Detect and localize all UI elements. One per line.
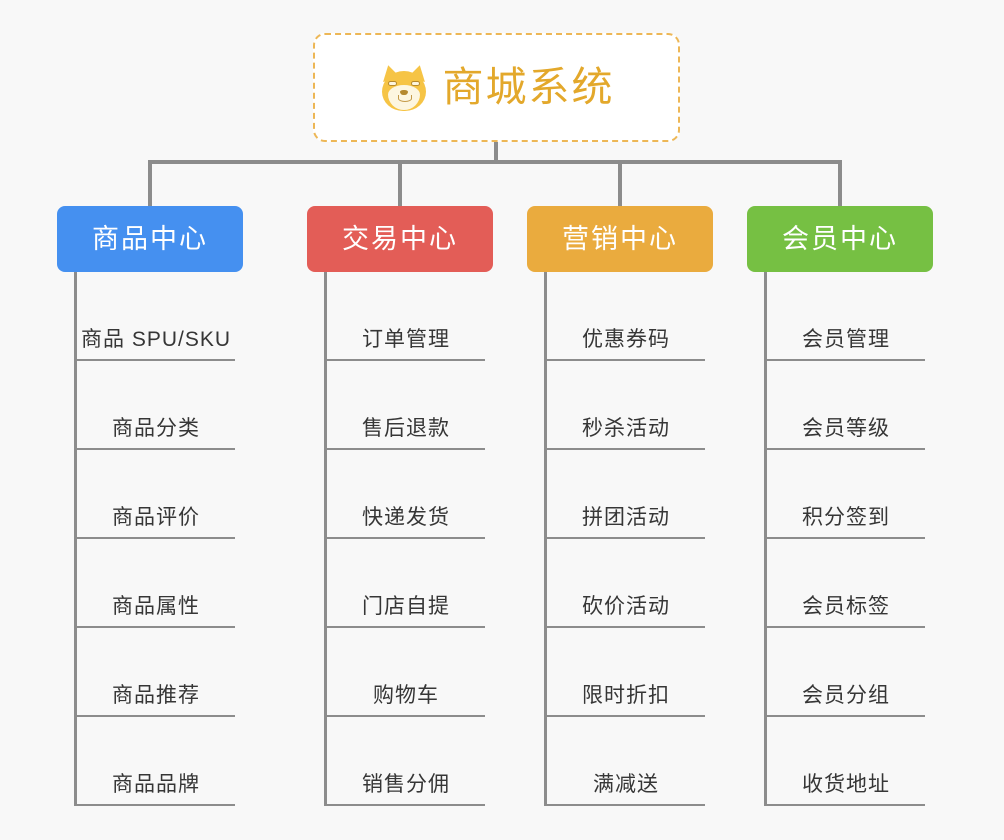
leaf-label: 砍价活动 (582, 595, 670, 618)
leaf-item[interactable]: 优惠券码 (547, 272, 705, 361)
leaf-item[interactable]: 订单管理 (327, 272, 485, 361)
branch-card-1-label: 商品中心 (92, 223, 208, 254)
leaf-label: 满减送 (593, 773, 659, 796)
leaf-label: 限时折扣 (582, 684, 670, 707)
leaf-item[interactable]: 满减送 (547, 717, 705, 806)
connector-drop-3 (618, 160, 622, 206)
leaf-label: 会员分组 (802, 684, 890, 707)
leaf-label: 售后退款 (362, 417, 450, 440)
leaf-label: 收货地址 (802, 773, 890, 796)
leaf-item[interactable]: 购物车 (327, 628, 485, 717)
branch-card-2[interactable]: 交易中心 (307, 206, 493, 272)
branch-column-1: 商品中心 商品 SPU/SKU 商品分类 商品评价 商品属性 商品推荐 商品品牌 (57, 206, 243, 806)
connector-drop-1 (148, 160, 152, 206)
leaf-label: 秒杀活动 (582, 417, 670, 440)
branch-card-4-label: 会员中心 (782, 223, 898, 254)
leaf-label: 商品推荐 (112, 684, 200, 707)
dog-mouth-icon (397, 94, 412, 102)
connector-root-stem (494, 142, 498, 162)
leaf-label: 商品评价 (112, 506, 200, 529)
branch-card-1[interactable]: 商品中心 (57, 206, 243, 272)
leaf-item[interactable]: 收货地址 (767, 717, 925, 806)
leaf-label: 会员等级 (802, 417, 890, 440)
branch-card-2-label: 交易中心 (342, 223, 458, 254)
branch-column-2: 交易中心 订单管理 售后退款 快递发货 门店自提 购物车 销售分佣 (307, 206, 493, 806)
leaf-item[interactable]: 快递发货 (327, 450, 485, 539)
leaf-item[interactable]: 砍价活动 (547, 539, 705, 628)
leaf-item[interactable]: 拼团活动 (547, 450, 705, 539)
leaf-label: 商品属性 (112, 595, 200, 618)
dog-face-icon (378, 62, 429, 111)
leaf-item[interactable]: 秒杀活动 (547, 361, 705, 450)
leaf-item[interactable]: 限时折扣 (547, 628, 705, 717)
leaf-label: 商品 SPU/SKU (80, 328, 232, 351)
leaf-list-3: 优惠券码 秒杀活动 拼团活动 砍价活动 限时折扣 满减送 (544, 272, 713, 806)
dog-nose-icon (399, 89, 408, 95)
leaf-item[interactable]: 门店自提 (327, 539, 485, 628)
root-title: 商城系统 (442, 64, 615, 110)
leaf-label: 拼团活动 (582, 506, 670, 529)
connector-horizontal-bus (148, 160, 840, 164)
leaf-item[interactable]: 商品推荐 (77, 628, 235, 717)
leaf-item[interactable]: 商品品牌 (77, 717, 235, 806)
leaf-label: 会员标签 (802, 595, 890, 618)
leaf-label: 销售分佣 (362, 773, 450, 796)
leaf-item[interactable]: 商品评价 (77, 450, 235, 539)
leaf-item[interactable]: 会员等级 (767, 361, 925, 450)
leaf-item[interactable]: 商品分类 (77, 361, 235, 450)
leaf-label: 优惠券码 (582, 328, 670, 351)
leaf-label: 门店自提 (362, 595, 450, 618)
leaf-label: 订单管理 (362, 328, 450, 351)
leaf-item[interactable]: 商品属性 (77, 539, 235, 628)
leaf-list-2: 订单管理 售后退款 快递发货 门店自提 购物车 销售分佣 (324, 272, 493, 806)
branch-column-3: 营销中心 优惠券码 秒杀活动 拼团活动 砍价活动 限时折扣 满减送 (527, 206, 713, 806)
branch-card-3[interactable]: 营销中心 (527, 206, 713, 272)
leaf-label: 商品分类 (112, 417, 200, 440)
leaf-item[interactable]: 商品 SPU/SKU (77, 272, 235, 361)
branch-card-3-label: 营销中心 (562, 223, 678, 254)
leaf-label: 积分签到 (802, 506, 890, 529)
leaf-item[interactable]: 会员分组 (767, 628, 925, 717)
leaf-label: 商品品牌 (112, 773, 200, 796)
leaf-list-1: 商品 SPU/SKU 商品分类 商品评价 商品属性 商品推荐 商品品牌 (74, 272, 243, 806)
dog-eye-right-icon (410, 80, 420, 86)
leaf-label: 购物车 (373, 684, 439, 707)
leaf-item[interactable]: 销售分佣 (327, 717, 485, 806)
leaf-label: 快递发货 (362, 506, 450, 529)
dog-eye-left-icon (387, 80, 397, 86)
leaf-item[interactable]: 积分签到 (767, 450, 925, 539)
branch-card-4[interactable]: 会员中心 (747, 206, 933, 272)
connector-drop-4 (838, 160, 842, 206)
branch-column-4: 会员中心 会员管理 会员等级 积分签到 会员标签 会员分组 收货地址 (747, 206, 933, 806)
leaf-item[interactable]: 会员管理 (767, 272, 925, 361)
root-node[interactable]: 商城系统 (313, 33, 680, 142)
leaf-list-4: 会员管理 会员等级 积分签到 会员标签 会员分组 收货地址 (764, 272, 933, 806)
leaf-item[interactable]: 会员标签 (767, 539, 925, 628)
leaf-label: 会员管理 (802, 328, 890, 351)
connector-drop-2 (398, 160, 402, 206)
leaf-item[interactable]: 售后退款 (327, 361, 485, 450)
